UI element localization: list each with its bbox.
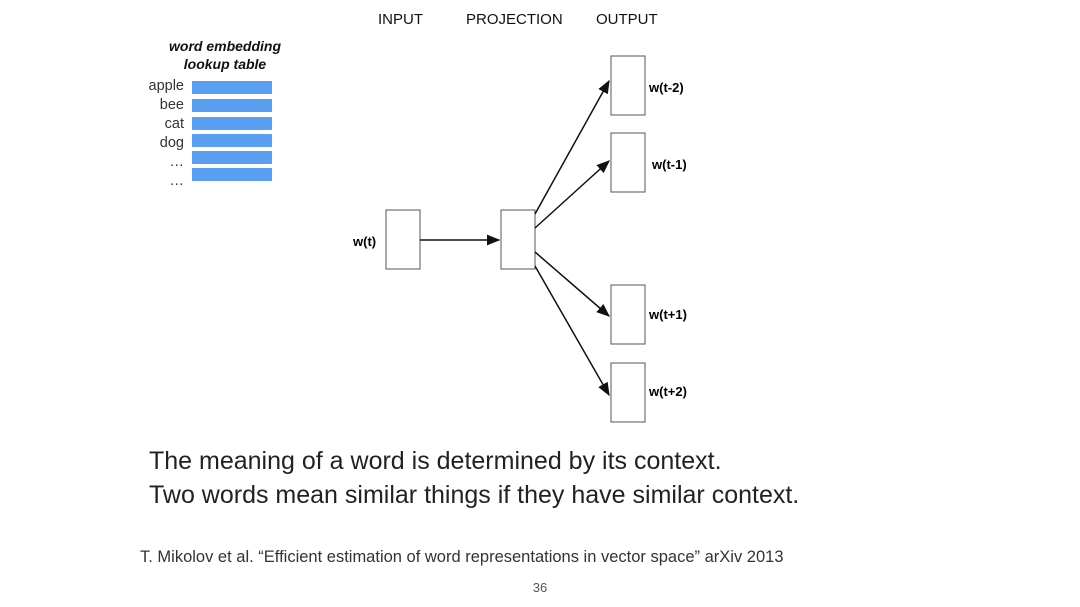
lookup-row-label-dog: dog [159, 135, 184, 151]
lookup-row-bar-ellipsis-2 [192, 168, 272, 181]
lookup-row-bar-cat [192, 117, 272, 130]
output-node-box-t-minus-1 [610, 132, 646, 193]
output-node-box-t-plus-1 [610, 284, 646, 345]
caption-line-2: Two words mean similar things if they ha… [149, 481, 800, 509]
output-node-label-t-plus-1: w(t+1) [648, 307, 687, 322]
lookup-table-title: word embedding lookup table [140, 37, 310, 73]
lookup-title-line2: lookup table [183, 56, 267, 72]
arrow-to-t-plus-1 [534, 251, 611, 317]
projection-node-box [500, 209, 536, 270]
lookup-row-bar-apple [192, 81, 272, 94]
output-node-box-t-minus-2 [610, 55, 646, 116]
lookup-row-bar-dog [192, 134, 272, 147]
caption-line-1: The meaning of a word is determined by i… [149, 447, 722, 475]
output-column-header: OUTPUT [596, 11, 658, 28]
lookup-row-label-ellipsis-1: … [169, 154, 185, 170]
arrow-to-t-plus-2 [534, 265, 610, 397]
lookup-title-line1: word embedding [169, 38, 281, 54]
input-node-label: w(t) [352, 234, 376, 249]
arrow-to-t-minus-1 [534, 160, 611, 229]
lookup-row-bar-bee [192, 99, 272, 112]
arrow-to-t-minus-2 [534, 79, 610, 215]
output-node-label-t-plus-2: w(t+2) [648, 384, 687, 399]
input-node-box [385, 209, 421, 270]
lookup-row-label-cat: cat [164, 116, 184, 132]
lookup-row-bar-ellipsis-1 [192, 151, 272, 164]
citation: T. Mikolov et al. “Efficient estimation … [140, 548, 784, 566]
output-node-box-t-plus-2 [610, 362, 646, 423]
input-column-header: INPUT [378, 11, 423, 28]
lookup-row-label-ellipsis-2: … [169, 173, 185, 189]
lookup-row-label-apple: apple [148, 78, 184, 94]
output-node-label-t-minus-1: w(t-1) [651, 157, 687, 172]
projection-column-header: PROJECTION [466, 11, 563, 28]
output-node-label-t-minus-2: w(t-2) [648, 80, 684, 95]
page-number: 36 [532, 580, 548, 595]
lookup-row-label-bee: bee [159, 97, 184, 113]
